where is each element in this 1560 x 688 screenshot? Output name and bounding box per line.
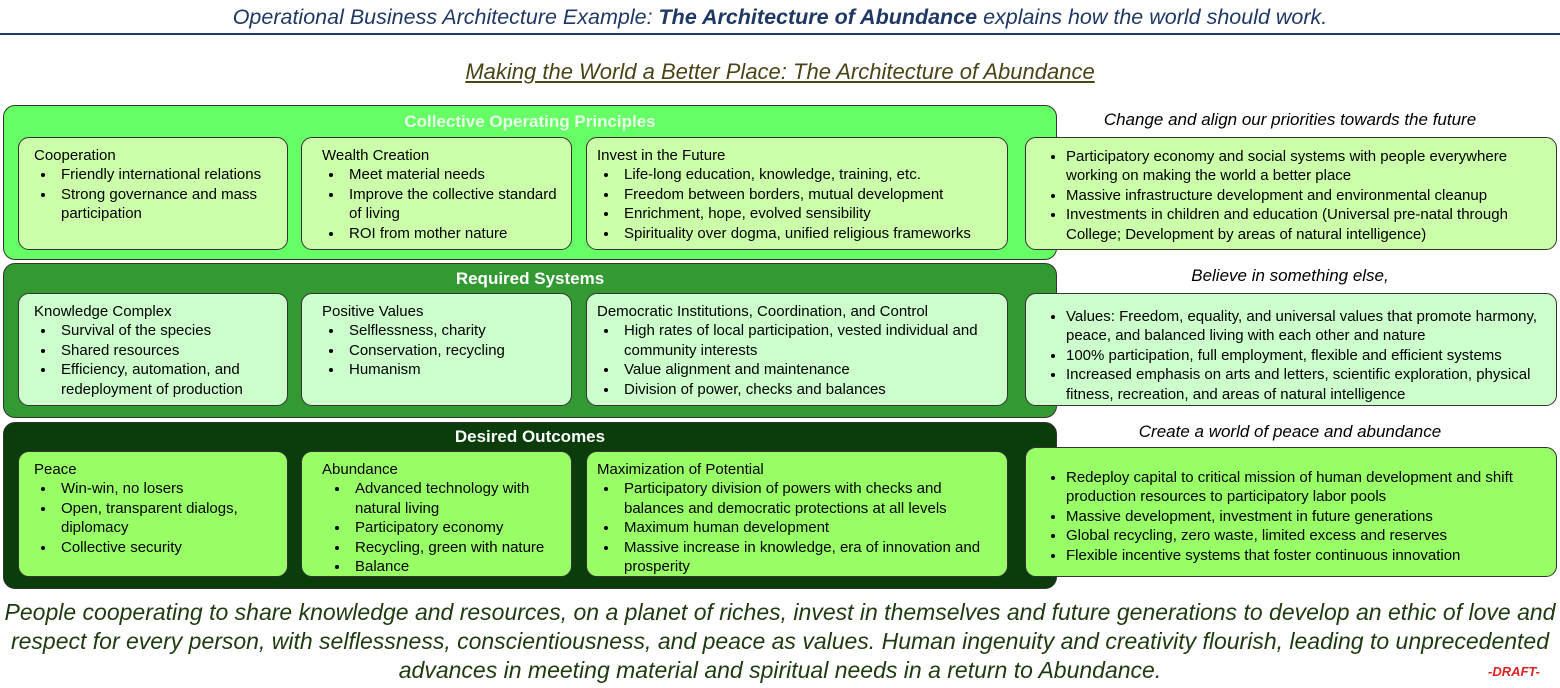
draft-label: -DRAFT-: [1488, 664, 1540, 679]
list-item: Conservation, recycling: [344, 341, 561, 360]
right-heading-believe: Believe in something else,: [1191, 266, 1389, 285]
list-item: Increased emphasis on arts and letters, …: [1066, 365, 1548, 404]
band-title: Collective Operating Principles: [404, 112, 656, 131]
list-item: Redeploy capital to critical mission of …: [1066, 468, 1548, 507]
list-item: Freedom between borders, mutual developm…: [619, 185, 997, 204]
page-header: Operational Business Architecture Exampl…: [0, 0, 1560, 34]
card-abundance: Abundance Advanced technology with natur…: [301, 451, 572, 577]
list-item: Maximum human development: [619, 518, 997, 537]
card-democratic-institutions: Democratic Institutions, Coordination, a…: [586, 293, 1008, 406]
card-title: Positive Values: [322, 303, 424, 320]
list-item: Balance: [350, 557, 561, 576]
list-item: Efficiency, automation, and redeployment…: [56, 360, 277, 399]
header-divider: [0, 33, 1560, 35]
header-prefix: Operational Business Architecture Exampl…: [232, 5, 653, 29]
list-item: Massive infrastructure development and e…: [1066, 186, 1548, 205]
list-item: Win-win, no losers: [56, 479, 277, 498]
list-item: Investments in children and education (U…: [1066, 205, 1548, 244]
right-heading-peace-abundance: Create a world of peace and abundance: [1138, 422, 1442, 441]
list-item: Flexible incentive systems that foster c…: [1066, 546, 1548, 565]
band-title: Required Systems: [455, 269, 605, 288]
right-card-believe: Values: Freedom, equality, and universal…: [1025, 293, 1557, 406]
card-cooperation: Cooperation Friendly international relat…: [18, 137, 288, 250]
list-item: Massive development, investment in futur…: [1066, 507, 1548, 526]
card-title: Invest in the Future: [597, 147, 726, 164]
card-title: Abundance: [322, 461, 398, 478]
footer-vision-statement: People cooperating to share knowledge an…: [4, 599, 1556, 683]
list-item: Improve the collective standard of livin…: [344, 185, 561, 224]
card-wealth-creation: Wealth Creation Meet material needs Impr…: [301, 137, 572, 250]
card-maximization-of-potential: Maximization of Potential Participatory …: [586, 451, 1008, 577]
card-invest-in-the-future: Invest in the Future Life-long education…: [586, 137, 1008, 250]
card-title: Maximization of Potential: [597, 461, 764, 478]
card-title: Wealth Creation: [322, 147, 430, 164]
list-item: Survival of the species: [56, 321, 277, 340]
list-item: Humanism: [344, 360, 561, 379]
card-peace: Peace Win-win, no losers Open, transpare…: [18, 451, 288, 577]
header-bold: The Architecture of Abundance: [658, 5, 978, 29]
list-item: Global recycling, zero waste, limited ex…: [1066, 526, 1548, 545]
list-item: Value alignment and maintenance: [619, 360, 997, 379]
list-item: Participatory division of powers with ch…: [619, 479, 997, 518]
header-suffix: explains how the world should work.: [983, 5, 1328, 29]
card-title: Peace: [34, 461, 77, 478]
right-heading-priorities: Change and align our priorities towards …: [1103, 110, 1477, 129]
list-item: High rates of local participation, veste…: [619, 321, 997, 360]
card-positive-values: Positive Values Selflessness, charity Co…: [301, 293, 572, 406]
card-title: Cooperation: [34, 147, 116, 164]
card-title: Democratic Institutions, Coordination, a…: [597, 303, 928, 320]
list-item: Life-long education, knowledge, training…: [619, 165, 997, 184]
list-item: Spirituality over dogma, unified religio…: [619, 224, 997, 243]
list-item: Participatory economy: [350, 518, 561, 537]
list-item: Open, transparent dialogs, diplomacy: [56, 499, 277, 538]
list-item: Friendly international relations: [56, 165, 277, 184]
right-card-priorities: Participatory economy and social systems…: [1025, 137, 1557, 250]
list-item: Massive increase in knowledge, era of in…: [619, 538, 997, 577]
list-item: Shared resources: [56, 341, 277, 360]
list-item: Advanced technology with natural living: [350, 479, 561, 518]
right-card-peace-abundance: Redeploy capital to critical mission of …: [1025, 447, 1557, 577]
list-item: Recycling, green with nature: [350, 538, 561, 557]
list-item: Strong governance and mass participation: [56, 185, 277, 224]
diagram-subtitle: Making the World a Better Place: The Arc…: [465, 59, 1095, 84]
list-item: Division of power, checks and balances: [619, 380, 997, 399]
list-item: Collective security: [56, 538, 277, 557]
list-item: ROI from mother nature: [344, 224, 561, 243]
list-item: Enrichment, hope, evolved sensibility: [619, 204, 997, 223]
list-item: Participatory economy and social systems…: [1066, 147, 1548, 186]
list-item: 100% participation, full employment, fle…: [1066, 346, 1548, 365]
card-knowledge-complex: Knowledge Complex Survival of the specie…: [18, 293, 288, 406]
list-item: Selflessness, charity: [344, 321, 561, 340]
list-item: Values: Freedom, equality, and universal…: [1066, 307, 1548, 346]
card-title: Knowledge Complex: [34, 303, 172, 320]
list-item: Meet material needs: [344, 165, 561, 184]
band-title: Desired Outcomes: [454, 427, 606, 446]
